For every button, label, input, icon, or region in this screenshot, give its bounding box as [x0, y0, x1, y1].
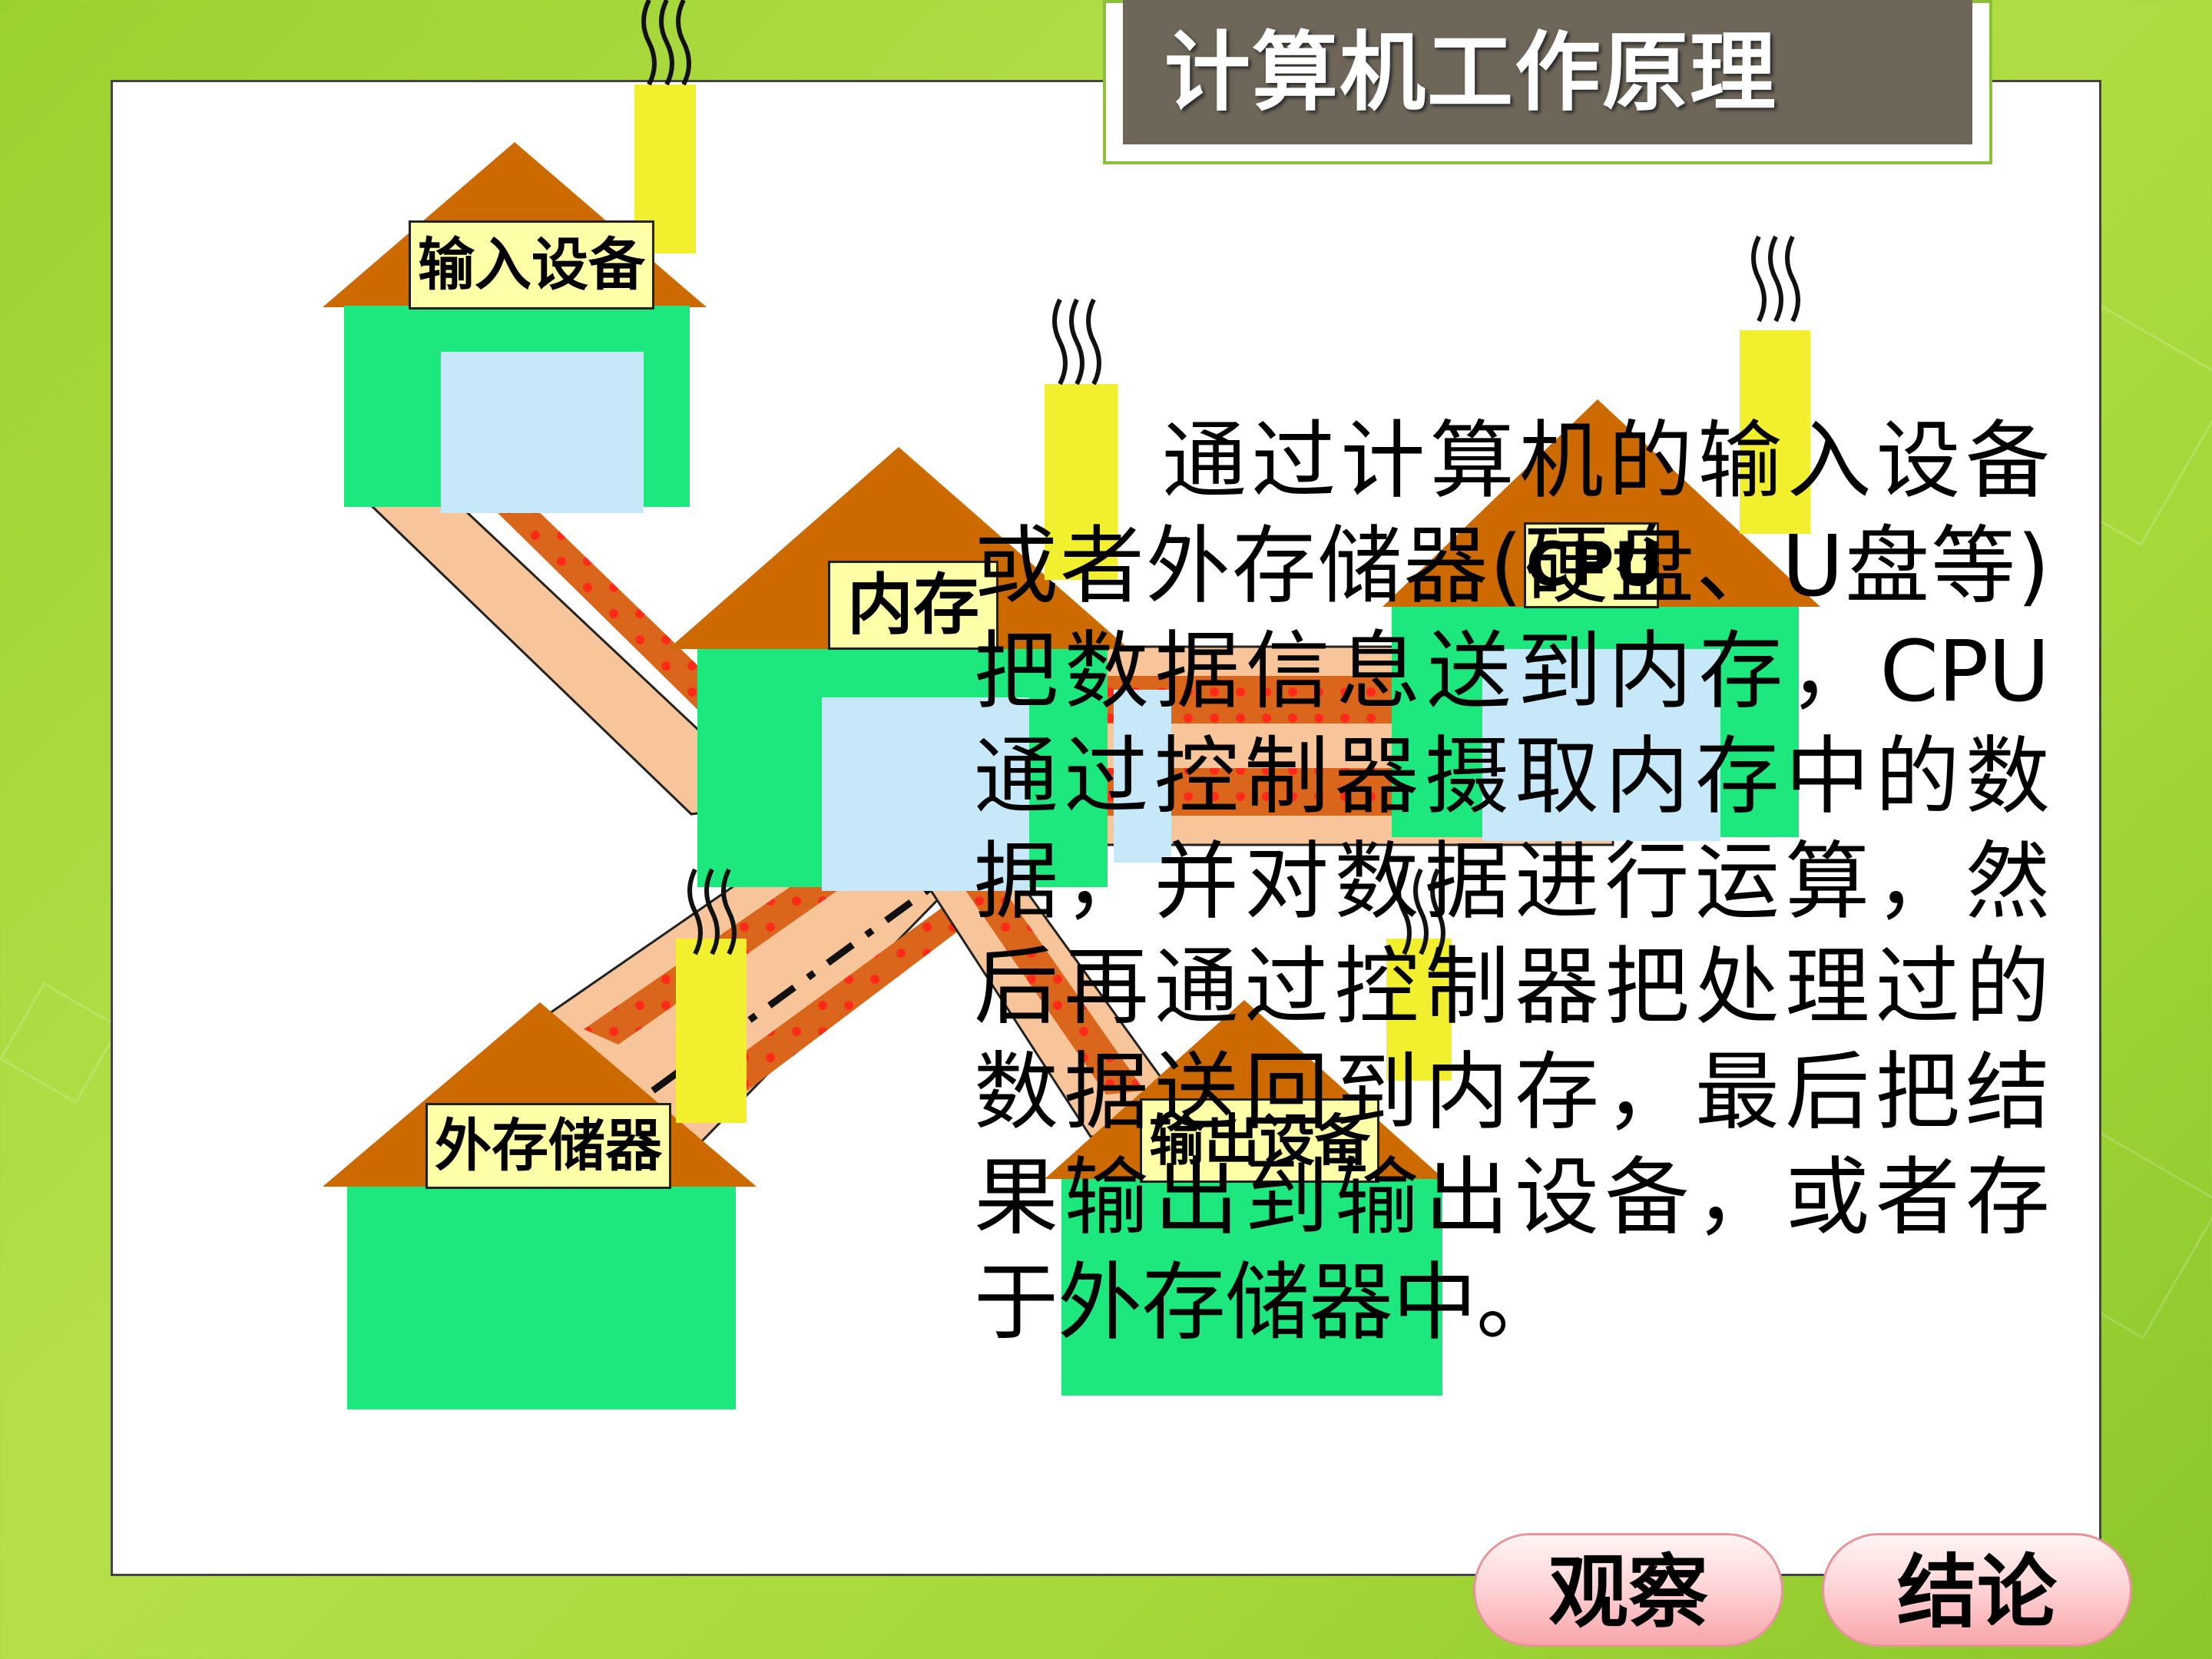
label-memory: 内存: [828, 561, 998, 650]
conclusion-button[interactable]: 结论: [1822, 1533, 2132, 1647]
page-title: 计算机工作原理: [1164, 23, 1777, 123]
house-memory: [668, 298, 1129, 891]
description-text: 通过计算机的输入设备或者外存储器(硬盘、U盘等)把数据信息送到内存，CPU通过控…: [974, 412, 2050, 1352]
house-cpu: [1114, 235, 1820, 863]
title-box: [1123, 0, 1972, 144]
observe-button[interactable]: 观察: [1473, 1533, 1783, 1647]
label-external-storage: 外存储器: [426, 1103, 671, 1189]
label-cpu: CPU: [1524, 522, 1663, 608]
label-output-device: 输出设备: [1140, 1098, 1379, 1183]
label-input-device: 输入设备: [409, 220, 654, 310]
